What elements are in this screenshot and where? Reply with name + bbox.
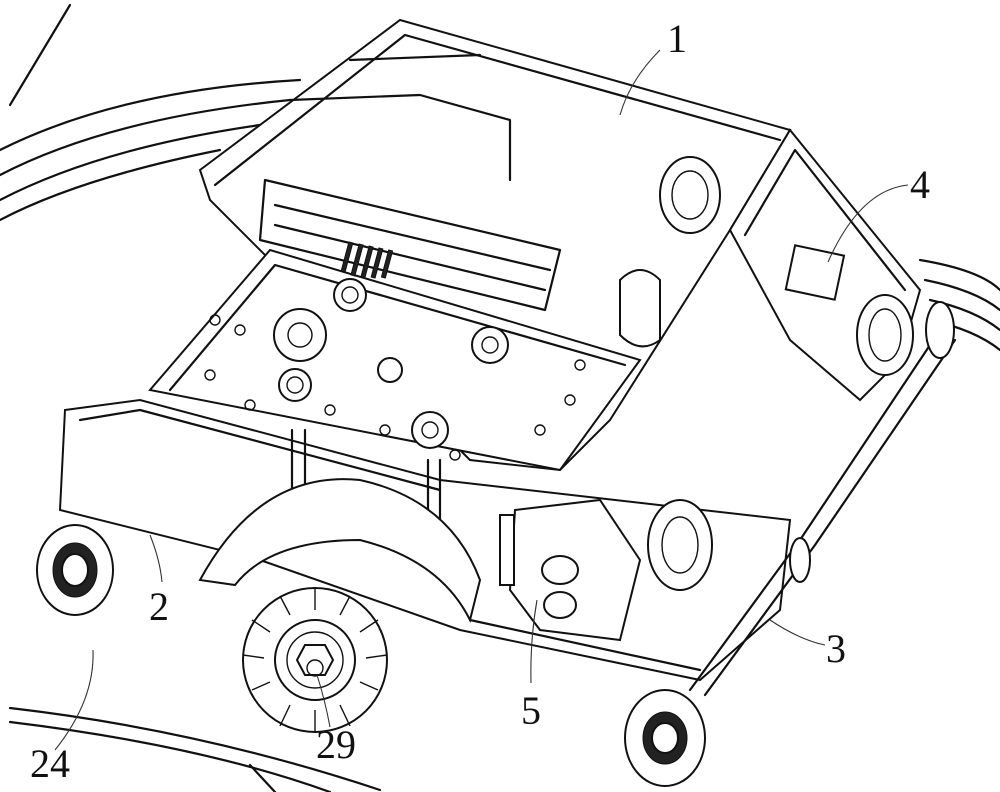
label-24: 24: [30, 741, 70, 786]
label-5: 5: [521, 688, 541, 733]
wheel-front-left: [37, 525, 113, 615]
label-2: 2: [149, 584, 169, 629]
robot-chassis: [60, 20, 955, 695]
label-1: 1: [667, 16, 687, 61]
wheel-front-right: [625, 690, 705, 786]
leader-2: [150, 535, 162, 582]
label-3: 3: [826, 626, 846, 671]
leader-24: [55, 650, 93, 750]
label-4: 4: [910, 162, 930, 207]
leader-3: [770, 620, 825, 645]
label-29: 29: [316, 722, 356, 767]
